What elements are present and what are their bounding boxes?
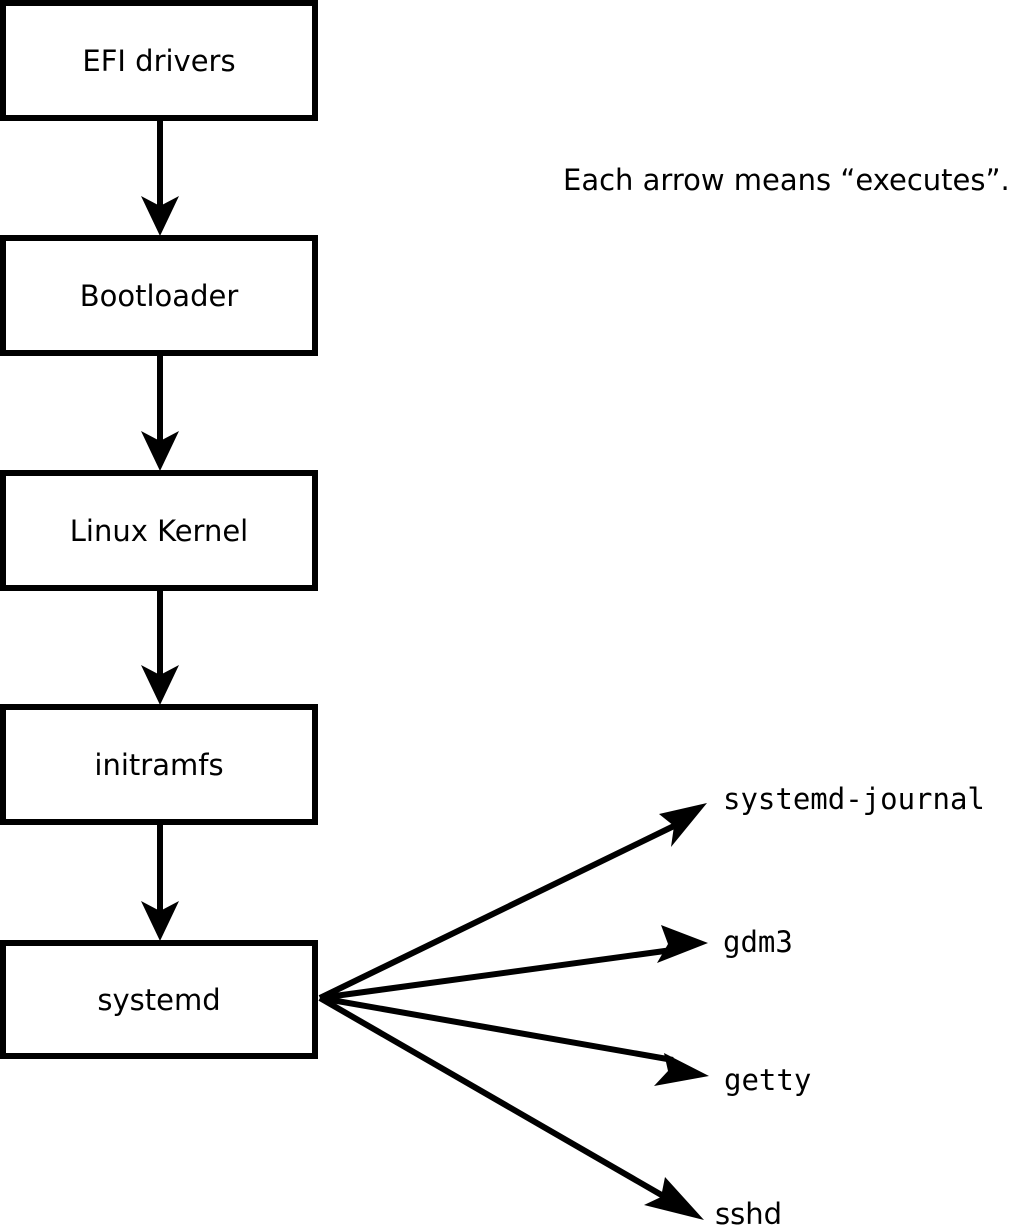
arrow-shaft — [319, 995, 674, 1063]
arrow-head-down — [141, 431, 179, 471]
leaf-label-sshd: sshd — [715, 1197, 782, 1230]
arrow-head-diagonal — [657, 925, 708, 963]
arrow-shaft — [318, 995, 667, 1200]
node-box-efi-drivers — [0, 0, 318, 121]
arrow-shaft — [318, 822, 678, 1001]
arrow-systemd-to-systemd-journal — [318, 803, 707, 1001]
node-label-efi-drivers: EFI drivers — [82, 44, 235, 78]
arrow-head-down — [141, 665, 179, 705]
arrow-initramfs-to-systemd — [141, 822, 179, 941]
node-label-bootloader: Bootloader — [80, 279, 239, 313]
leaf-label-getty: getty — [724, 1063, 811, 1097]
arrow-head-diagonal — [644, 1177, 704, 1220]
arrow-kernel-to-initramfs — [141, 588, 179, 705]
arrow-head-down — [141, 901, 179, 941]
node-box-initramfs — [0, 704, 318, 825]
node-initramfs[interactable]: initramfs — [0, 704, 318, 825]
node-label-systemd: systemd — [97, 983, 220, 1017]
node-efi-drivers[interactable]: EFI drivers — [0, 0, 318, 121]
node-systemd[interactable]: systemd — [0, 940, 318, 1059]
arrow-bootloader-to-kernel — [141, 353, 179, 471]
node-box-systemd — [0, 940, 318, 1059]
arrow-head-diagonal — [654, 1053, 709, 1086]
leaf-label-gdm3: gdm3 — [723, 925, 793, 959]
legend-note: Each arrow means “executes”. — [563, 163, 1010, 197]
arrow-systemd-to-gdm3 — [319, 925, 708, 1001]
leaf-label-systemd-journal: systemd-journal — [723, 782, 985, 816]
arrow-head-down — [141, 196, 179, 236]
node-label-initramfs: initramfs — [94, 748, 223, 782]
node-bootloader[interactable]: Bootloader — [0, 235, 318, 356]
arrow-systemd-to-getty — [319, 995, 709, 1086]
node-label-linux-kernel: Linux Kernel — [70, 514, 248, 548]
arrow-efi-to-bootloader — [141, 118, 179, 236]
arrow-shaft — [319, 947, 673, 1001]
node-linux-kernel[interactable]: Linux Kernel — [0, 470, 318, 591]
arrow-head-diagonal — [659, 803, 707, 847]
arrow-systemd-to-sshd — [318, 995, 704, 1220]
